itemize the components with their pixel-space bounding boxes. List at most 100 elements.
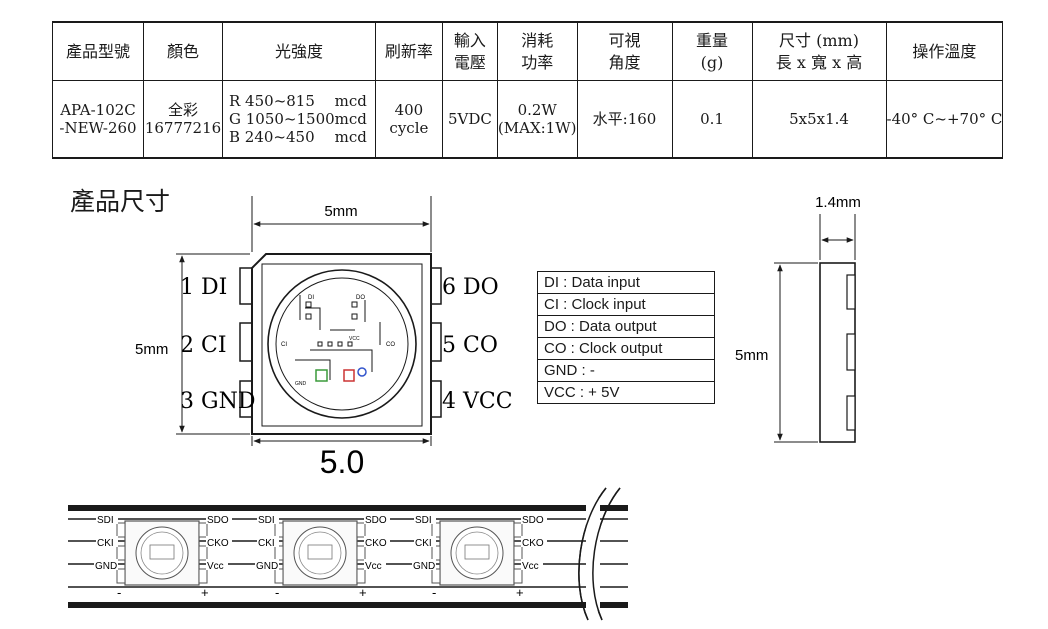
package-inner-frame — [261, 263, 423, 427]
led-red — [343, 369, 355, 382]
led-green — [315, 369, 328, 382]
legend-row-vcc: VCC : + 5V — [544, 384, 620, 401]
pin-label-gnd: 3 GND — [180, 389, 255, 414]
led-blue — [357, 367, 367, 377]
strip-label-cki-1: CKI — [97, 538, 114, 549]
spec-table: 產品型號 顏色 光強度 刷新率 輸入電壓 消耗功率 可視角度 重量(g) 尺寸 … — [52, 21, 1004, 159]
pin-label-vcc: 4 VCC — [442, 389, 513, 414]
strip-label-cki-2: CKI — [258, 538, 275, 549]
dim-top-label: 5mm — [324, 203, 357, 220]
legend-row-do: DO : Data output — [538, 316, 714, 338]
strip-label-gnd-3: GND — [413, 561, 435, 572]
strip-minus-3: - — [432, 585, 436, 600]
strip-label-sdo-1: SDO — [207, 515, 229, 526]
strip-label-vcc-2: Vcc — [365, 561, 382, 572]
pin-tab-ci — [239, 322, 253, 362]
strip-chip-3 — [431, 520, 523, 586]
strip-plus-2: + — [359, 585, 367, 600]
header-model: 產品型號 — [52, 21, 144, 81]
legend-row-co: CO : Clock output — [538, 338, 714, 360]
strip-label-vcc-1: Vcc — [207, 561, 224, 572]
strip-minus-2: - — [275, 585, 279, 600]
chip-label-do: DO — [356, 295, 365, 301]
strip-label-sdi-1: SDI — [97, 515, 114, 526]
side-pin-1 — [846, 274, 856, 310]
chip-label-co: CO — [386, 342, 395, 348]
chip-label-di: DI — [308, 295, 314, 301]
pad-7 — [337, 341, 343, 347]
header-refresh: 刷新率 — [374, 21, 443, 81]
pad-di — [305, 301, 312, 308]
legend-row-di: DI : Data input — [538, 272, 714, 294]
side-pin-2 — [846, 333, 856, 371]
pad-5 — [317, 341, 323, 347]
section-title: 產品尺寸 — [70, 187, 171, 216]
pin-tab-di — [239, 267, 253, 305]
header-size: 尺寸 (mm)長 x 寬 x 高 — [751, 21, 887, 81]
strip-label-vcc-3: Vcc — [522, 561, 539, 572]
strip-label-sdi-2: SDI — [258, 515, 275, 526]
strip-plus-1: + — [201, 585, 209, 600]
dim-side-height-label: 5mm — [735, 347, 768, 364]
header-angle: 可視角度 — [576, 21, 673, 81]
dimension-top: 5mm — [251, 196, 432, 252]
cell-model: APA-102C-NEW-260 — [52, 80, 144, 159]
pad-6 — [327, 341, 333, 347]
strip-minus-1: - — [117, 585, 121, 600]
dimension-left: 5mm — [135, 253, 250, 435]
strip-label-sdo-3: SDO — [522, 515, 544, 526]
dimension-bottom: 5.0 — [251, 436, 432, 480]
led-strip: SDI CKI GND SDO CKO Vcc - + SDI CKI GND … — [68, 487, 628, 621]
header-power: 消耗功率 — [496, 21, 578, 81]
cell-power: 0.2W(MAX:1W) — [496, 80, 578, 159]
dim-bottom-label: 5.0 — [320, 444, 364, 480]
chip-label-gnd: GND — [295, 381, 307, 387]
cell-temperature: -40° C~+70° C — [885, 80, 1004, 159]
pin-legend: DI : Data input CI : Clock input DO : Da… — [537, 271, 715, 404]
strip-label-gnd-1: GND — [95, 561, 117, 572]
strip-label-sdo-2: SDO — [365, 515, 387, 526]
strip-label-cko-2: CKO — [365, 538, 387, 549]
strip-label-cko-3: CKO — [522, 538, 544, 549]
header-temperature: 操作溫度 — [885, 21, 1004, 81]
internal-traces — [295, 295, 381, 380]
spec-table-header: 產品型號 顏色 光強度 刷新率 輸入電壓 消耗功率 可視角度 重量(g) 尺寸 … — [52, 21, 1004, 81]
dim-left-label: 5mm — [135, 341, 168, 358]
legend-row-ci: CI : Clock input — [538, 294, 714, 316]
cell-angle: 水平:160 — [576, 80, 673, 159]
chip-label-vcc: VCC — [349, 336, 360, 342]
strip-label-cko-1: CKO — [207, 538, 229, 549]
pad-do — [351, 301, 358, 308]
cell-voltage: 5VDC — [441, 80, 498, 159]
top-view-package: DI DO CI CO GND VCC — [239, 253, 442, 435]
strip-label-sdi-3: SDI — [415, 515, 432, 526]
strip-plus-3: + — [516, 585, 524, 600]
pin-label-ci: 2 CI — [180, 333, 227, 358]
header-color: 顏色 — [143, 21, 223, 81]
pad-2 — [305, 313, 312, 320]
strip-label-gnd-2: GND — [256, 561, 278, 572]
dim-side-thickness-label: 1.4mm — [815, 194, 861, 211]
header-voltage: 輸入電壓 — [441, 21, 498, 81]
pin-label-do: 6 DO — [442, 275, 499, 300]
lens-inner — [275, 277, 409, 411]
strip-chip-2 — [274, 520, 366, 586]
pin-label-di: 1 DI — [180, 275, 227, 300]
chip-label-ci: CI — [281, 342, 287, 348]
cell-weight: 0.1 — [671, 80, 753, 159]
cell-size: 5x5x1.4 — [751, 80, 887, 159]
pad-8 — [347, 341, 353, 347]
pad-4 — [351, 313, 358, 320]
strip-label-cki-3: CKI — [415, 538, 432, 549]
side-view: 1.4mm 5mm — [735, 194, 861, 443]
strip-chip-1 — [116, 520, 208, 586]
legend-row-gnd: GND : - — [538, 360, 714, 382]
